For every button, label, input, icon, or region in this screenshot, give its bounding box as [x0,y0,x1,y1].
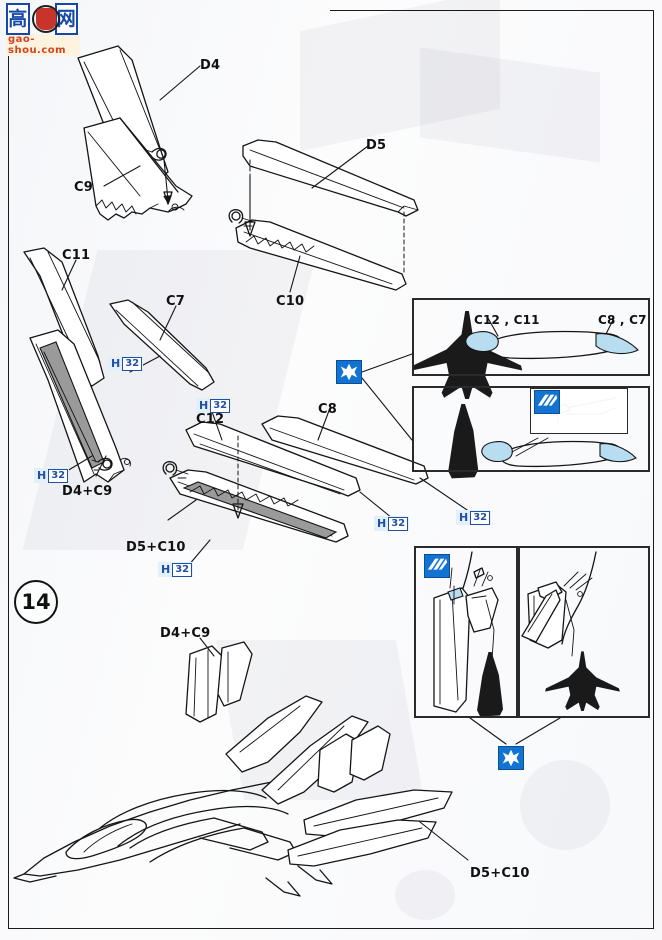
paint-code-chip: H 32 [374,516,410,531]
paint-number: 32 [388,516,409,531]
paint-brand-letter: H [161,563,171,576]
paint-code-chip: H 32 [34,468,70,483]
part-label-c8: C8 [318,402,337,417]
panel-second-detail [412,386,650,472]
part-label-c11: C11 [62,248,91,263]
paint-brand-letter: H [37,469,47,482]
watermark: 高 网 gao-shou.com [6,3,80,56]
panel-top-label-right: C8 , C7 [598,313,647,327]
part-label-d5-c10-assembly: D5+C10 [126,540,186,555]
view-direction-icon [336,360,362,384]
part-label-c7: C7 [166,294,185,309]
paint-code-chip: H 32 [108,356,144,371]
paint-code-chip: H 32 [196,398,232,413]
panel-top-detail [412,298,650,376]
assembly-d4-c9-drawing [30,330,130,482]
finished-model-drawing [14,638,468,896]
magnifier-detail-glyph [427,558,448,570]
part-c8-drawing [262,416,428,484]
panel-lower-right-art [522,552,620,711]
part-label-c10: C10 [276,294,305,309]
view-direction-glyph [502,749,520,767]
paint-brand-letter: H [111,357,121,370]
part-d5-drawing [243,140,418,216]
part-label-d4: D4 [200,58,221,73]
part-c12-drawing [186,422,360,496]
part-label-d5: D5 [366,138,387,153]
panel-top-detail-art [411,310,638,399]
part-label-c9: C9 [74,180,93,195]
page-border-left [8,52,9,928]
paint-number: 32 [122,356,143,371]
part-label-d4-c9-final: D4+C9 [160,626,211,641]
page-border-bottom [8,928,654,929]
fist-seal-icon [31,5,60,33]
assembly-d5-c10-drawing [163,436,348,542]
panel-lower-right-detail [518,546,650,718]
page-border-right [653,10,654,928]
panel-lower-left-art [434,552,504,717]
view-direction-icon [498,746,524,770]
paint-brand-letter: H [459,511,469,524]
panel-top-label-left: C12 , C11 [474,313,540,327]
paint-number: 32 [210,398,231,413]
part-label-d5-c10-final: D5+C10 [470,866,530,881]
watermark-domain: gao-shou.com [6,34,80,56]
paint-number: 32 [470,510,491,525]
part-c10-drawing [229,210,406,290]
step-number-badge: 14 [14,580,58,624]
leader-lines [62,66,560,744]
paint-number: 32 [172,562,193,577]
watermark-glyph-right: 网 [54,3,78,35]
paint-code-chip: H 32 [456,510,492,525]
view-direction-glyph [340,363,358,381]
magnifier-detail-icon [534,390,560,414]
part-label-d4-c9-assembly: D4+C9 [62,484,113,499]
paint-code-chip: H 32 [158,562,194,577]
watermark-glyph-row: 高 网 [6,3,78,35]
paint-number: 32 [48,468,69,483]
panel-lower-left-detail [414,546,518,718]
part-label-c12: C12 [196,412,225,427]
part-c7-drawing [110,300,214,390]
part-c11-drawing [24,248,104,386]
paint-brand-letter: H [199,399,209,412]
page-border-top [330,10,653,11]
magnifier-detail-glyph [537,394,558,406]
magnifier-detail-icon [424,554,450,578]
paint-brand-letter: H [377,517,387,530]
